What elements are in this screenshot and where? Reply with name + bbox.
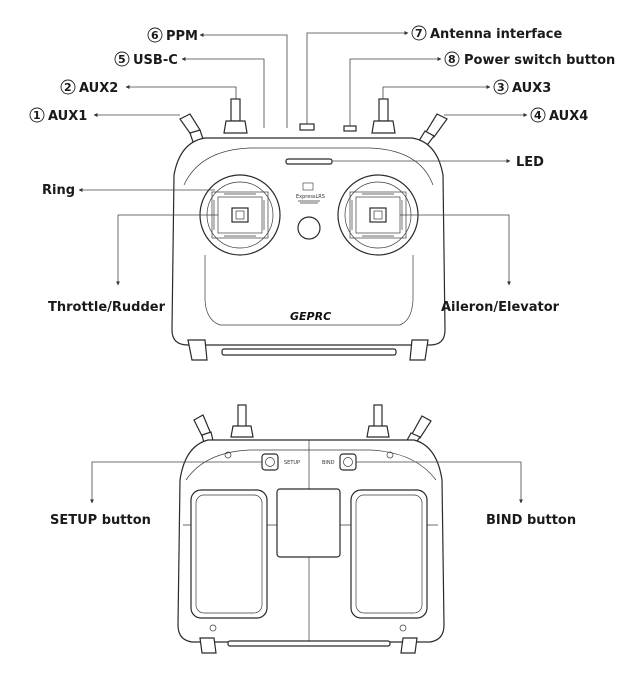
svg-text:AUX3: AUX3 [512,81,551,96]
center-button [297,216,321,240]
svg-text:USB-C: USB-C [133,53,178,68]
svg-text:AUX1: AUX1 [48,109,87,124]
svg-text:7: 7 [415,27,423,40]
right-gimbal [337,174,419,256]
back-view: SETUP BIND [177,404,445,654]
switch-aux3 [371,98,396,134]
svg-text:5: 5 [118,53,126,66]
svg-text:PPM: PPM [166,29,198,44]
callout-aux2: 2 AUX2 [60,79,237,99]
svg-text:1: 1 [33,109,41,122]
svg-text:8: 8 [448,53,456,66]
callout-led: LED [332,155,544,170]
svg-text:SETUP: SETUP [284,460,300,466]
callout-aileron: Aileron/Elevator [400,214,560,315]
expresslrs-logo: ExpressLRS [296,182,325,204]
svg-text:Throttle/Rudder: Throttle/Rudder [48,300,166,315]
left-gimbal [199,174,281,256]
left-grip [190,489,268,619]
svg-text:AUX2: AUX2 [79,81,118,96]
callout-aux1: 1 AUX1 [29,107,180,124]
callout-setup: SETUP button [50,461,262,528]
svg-text:4: 4 [534,109,542,122]
callout-usbc: 5 USB-C [114,51,265,128]
callout-bind: BIND button [356,461,576,528]
callout-ring: Ring [42,183,215,198]
battery-cover [276,488,341,558]
svg-text:Ring: Ring [42,183,75,198]
svg-text:Antenna interface: Antenna interface [430,27,562,42]
callout-aux3: 3 AUX3 [382,79,551,99]
right-foot [409,339,429,361]
right-grip [350,489,428,619]
power-switch [343,125,357,132]
svg-text:BIND: BIND [322,460,335,466]
bottom-bar [221,348,397,356]
callout-antenna: 7 Antenna interface [306,25,562,124]
svg-text:BIND button: BIND button [486,513,576,528]
svg-text:AUX4: AUX4 [549,109,588,124]
svg-text:ExpressLRS: ExpressLRS [296,194,325,200]
bind-button [339,453,357,471]
svg-text:3: 3 [497,81,505,94]
left-foot [187,339,208,361]
callout-throttle: Throttle/Rudder [48,214,218,315]
svg-text:6: 6 [151,29,159,42]
svg-text:Aileron/Elevator: Aileron/Elevator [441,300,560,315]
svg-text:Power switch button: Power switch button [464,53,615,68]
callout-ppm: 6 PPM [147,27,288,128]
callout-aux4: 4 AUX4 [444,107,588,124]
front-view: ExpressLRS GEPRC [171,98,448,361]
svg-text:LED: LED [516,155,544,170]
setup-button [261,453,279,471]
led-indicator [285,158,333,165]
svg-text:2: 2 [64,81,72,94]
switch-aux2 [223,98,248,134]
svg-text:SETUP button: SETUP button [50,513,151,528]
callout-power: 8 Power switch button [349,51,615,126]
brand-logo: GEPRC [290,310,331,323]
antenna-port [299,123,315,131]
